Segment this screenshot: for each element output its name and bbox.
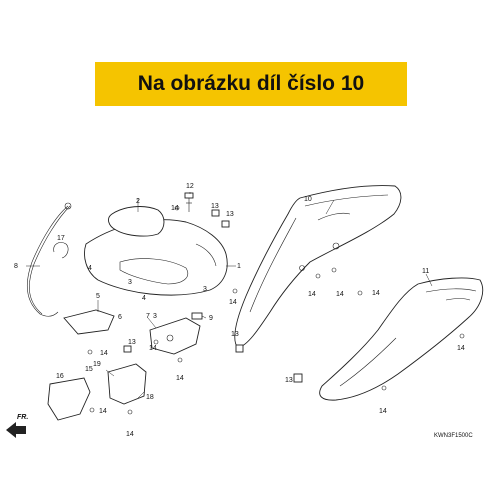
callout-18: 18 bbox=[146, 394, 154, 401]
callout-3-a: 3 bbox=[128, 279, 132, 286]
callout-5: 5 bbox=[96, 293, 100, 300]
clamp-part-17 bbox=[53, 242, 69, 259]
bracket-part-7 bbox=[149, 317, 201, 355]
banner-text: Na obrázku díl číslo 10 bbox=[137, 72, 365, 95]
callout-14-e: 14 bbox=[372, 290, 380, 297]
callout-14-k: 14 bbox=[99, 408, 107, 415]
callout-14-h: 14 bbox=[149, 345, 157, 352]
callout-15: 15 bbox=[85, 366, 93, 373]
callout-14-c: 14 bbox=[308, 291, 316, 298]
callout-8: 8 bbox=[14, 263, 18, 270]
callout-14-d: 14 bbox=[336, 291, 344, 298]
screw-part-12 bbox=[184, 192, 194, 212]
clip-part-9 bbox=[191, 312, 203, 320]
callout-19: 19 bbox=[93, 361, 101, 368]
screws-part-14 bbox=[87, 205, 465, 415]
callout-16: 16 bbox=[56, 373, 64, 380]
callout-labels: 1 2 3 3 3 4 4 5 6 7 8 9 10 11 12 13 13 1… bbox=[14, 183, 465, 438]
callout-12: 12 bbox=[186, 183, 194, 190]
callout-14-g: 14 bbox=[379, 408, 387, 415]
callout-14-a: 14 bbox=[171, 205, 179, 212]
callout-13-a: 13 bbox=[211, 203, 219, 210]
bracket-part-5 bbox=[63, 309, 115, 335]
callout-6: 6 bbox=[118, 314, 122, 321]
diagram-code: KWN3F1500C bbox=[434, 433, 473, 439]
callout-11: 11 bbox=[422, 268, 429, 275]
cable-part-8 bbox=[27, 202, 72, 317]
callout-13-c: 13 bbox=[231, 331, 239, 338]
callout-2: 2 bbox=[136, 198, 140, 205]
clips-part-13 bbox=[123, 209, 303, 383]
callout-14-l: 14 bbox=[126, 431, 134, 438]
callout-13-b: 13 bbox=[226, 211, 234, 218]
callout-1: 1 bbox=[237, 263, 241, 270]
callout-14-i: 14 bbox=[176, 375, 184, 382]
callout-7: 7 bbox=[146, 313, 150, 320]
callout-14-j: 14 bbox=[100, 350, 108, 357]
front-direction-label: FR. bbox=[17, 414, 28, 421]
side-cover-right-part-11 bbox=[319, 277, 484, 401]
callout-13-e: 13 bbox=[128, 339, 136, 346]
part-number-banner: Na obrázku díl číslo 10 bbox=[95, 62, 407, 106]
callout-9: 9 bbox=[209, 315, 213, 322]
callout-13-d: 13 bbox=[285, 377, 293, 384]
callout-14-b: 14 bbox=[229, 299, 237, 306]
callout-3-c: 3 bbox=[203, 286, 207, 293]
callout-17: 17 bbox=[57, 235, 65, 242]
center-cover-part-1 bbox=[84, 219, 228, 296]
callout-3-b: 3 bbox=[153, 313, 157, 320]
front-direction-arrow bbox=[6, 422, 26, 438]
leader-lines bbox=[26, 192, 433, 399]
callout-4-b: 4 bbox=[142, 295, 146, 302]
callout-14-f: 14 bbox=[457, 345, 465, 352]
bracket-part-18 bbox=[107, 363, 147, 405]
bracket-part-16 bbox=[47, 377, 91, 421]
side-cover-left-part-10 bbox=[234, 185, 402, 349]
upper-cap-part-2 bbox=[108, 206, 165, 237]
callout-4-a: 4 bbox=[88, 265, 92, 272]
callout-10: 10 bbox=[304, 196, 312, 203]
